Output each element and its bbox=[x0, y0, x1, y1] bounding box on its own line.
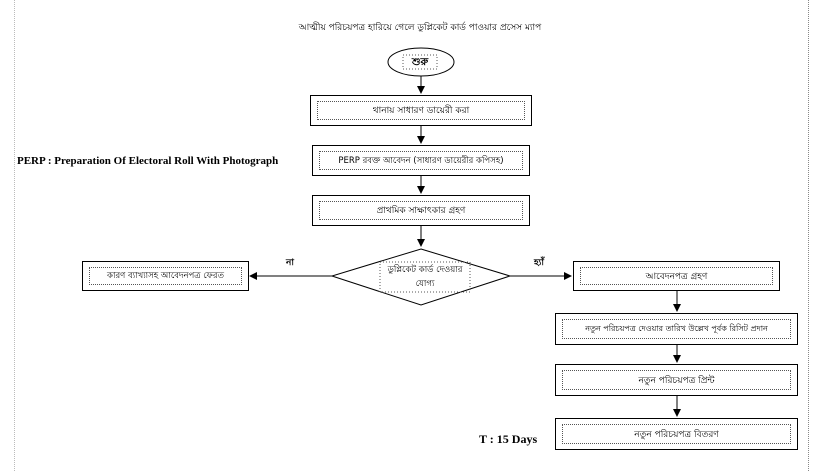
step-print-card-label: নতুন পরিচয়পত্র প্রিন্ট bbox=[562, 370, 791, 390]
step-deliver-card: নতুন পরিচয়পত্র বিতরণ bbox=[555, 418, 798, 450]
step-interview: প্রাথমিক সাক্ষাৎকার গ্রহণ bbox=[312, 195, 530, 226]
step-receipt-label: নতুন পরিচয়পত্র দেওয়ার তারিখ উল্লেখ পূর… bbox=[562, 319, 791, 339]
time-note: T : 15 Days bbox=[479, 432, 538, 446]
step-perp-application-label: PERP রবক্ত আবেদন (সাধারণ ডায়েরীর কপিসহ) bbox=[319, 151, 523, 170]
start-label: শুরু bbox=[411, 57, 429, 68]
step-receipt: নতুন পরিচয়পত্র দেওয়ার তারিখ উল্লেখ পূর… bbox=[555, 313, 798, 345]
step-general-diary: থানায় সাধারণ ডায়েরী করা bbox=[310, 95, 532, 126]
decision-label: ডুপ্লিকেট কার্ড দেওয়ার যোগ্য bbox=[387, 265, 463, 289]
decision-diamond bbox=[330, 248, 512, 306]
step-reject-return-label: কারণ ব্যাখ্যাসহ আবেদনপত্র ফেরত bbox=[89, 267, 242, 285]
step-deliver-card-label: নতুন পরিচয়পত্র বিতরণ bbox=[562, 424, 791, 444]
step-perp-application: PERP রবক্ত আবেদন (সাধারণ ডায়েরীর কপিসহ) bbox=[312, 145, 530, 176]
step-reject-return: কারণ ব্যাখ্যাসহ আবেদনপত্র ফেরত bbox=[82, 261, 249, 291]
step-accept-application: আবেদনপত্র গ্রহণ bbox=[573, 261, 780, 291]
branch-yes-label: হ্যাঁ bbox=[534, 258, 544, 268]
diagram-title: আত্মীয় পরিচয়পত্র হারিয়ে গেলে ডুপ্লিকে… bbox=[298, 23, 542, 33]
step-print-card: নতুন পরিচয়পত্র প্রিন্ট bbox=[555, 364, 798, 396]
step-accept-application-label: আবেদনপত্র গ্রহণ bbox=[580, 267, 773, 285]
step-general-diary-label: থানায় সাধারণ ডায়েরী করা bbox=[317, 101, 525, 120]
step-interview-label: প্রাথমিক সাক্ষাৎকার গ্রহণ bbox=[319, 201, 523, 220]
decision-inner-frame bbox=[379, 261, 471, 293]
page-margin bbox=[14, 0, 809, 471]
perp-note: PERP : Preparation Of Electoral Roll Wit… bbox=[17, 155, 279, 167]
branch-no-label: না bbox=[286, 258, 294, 268]
